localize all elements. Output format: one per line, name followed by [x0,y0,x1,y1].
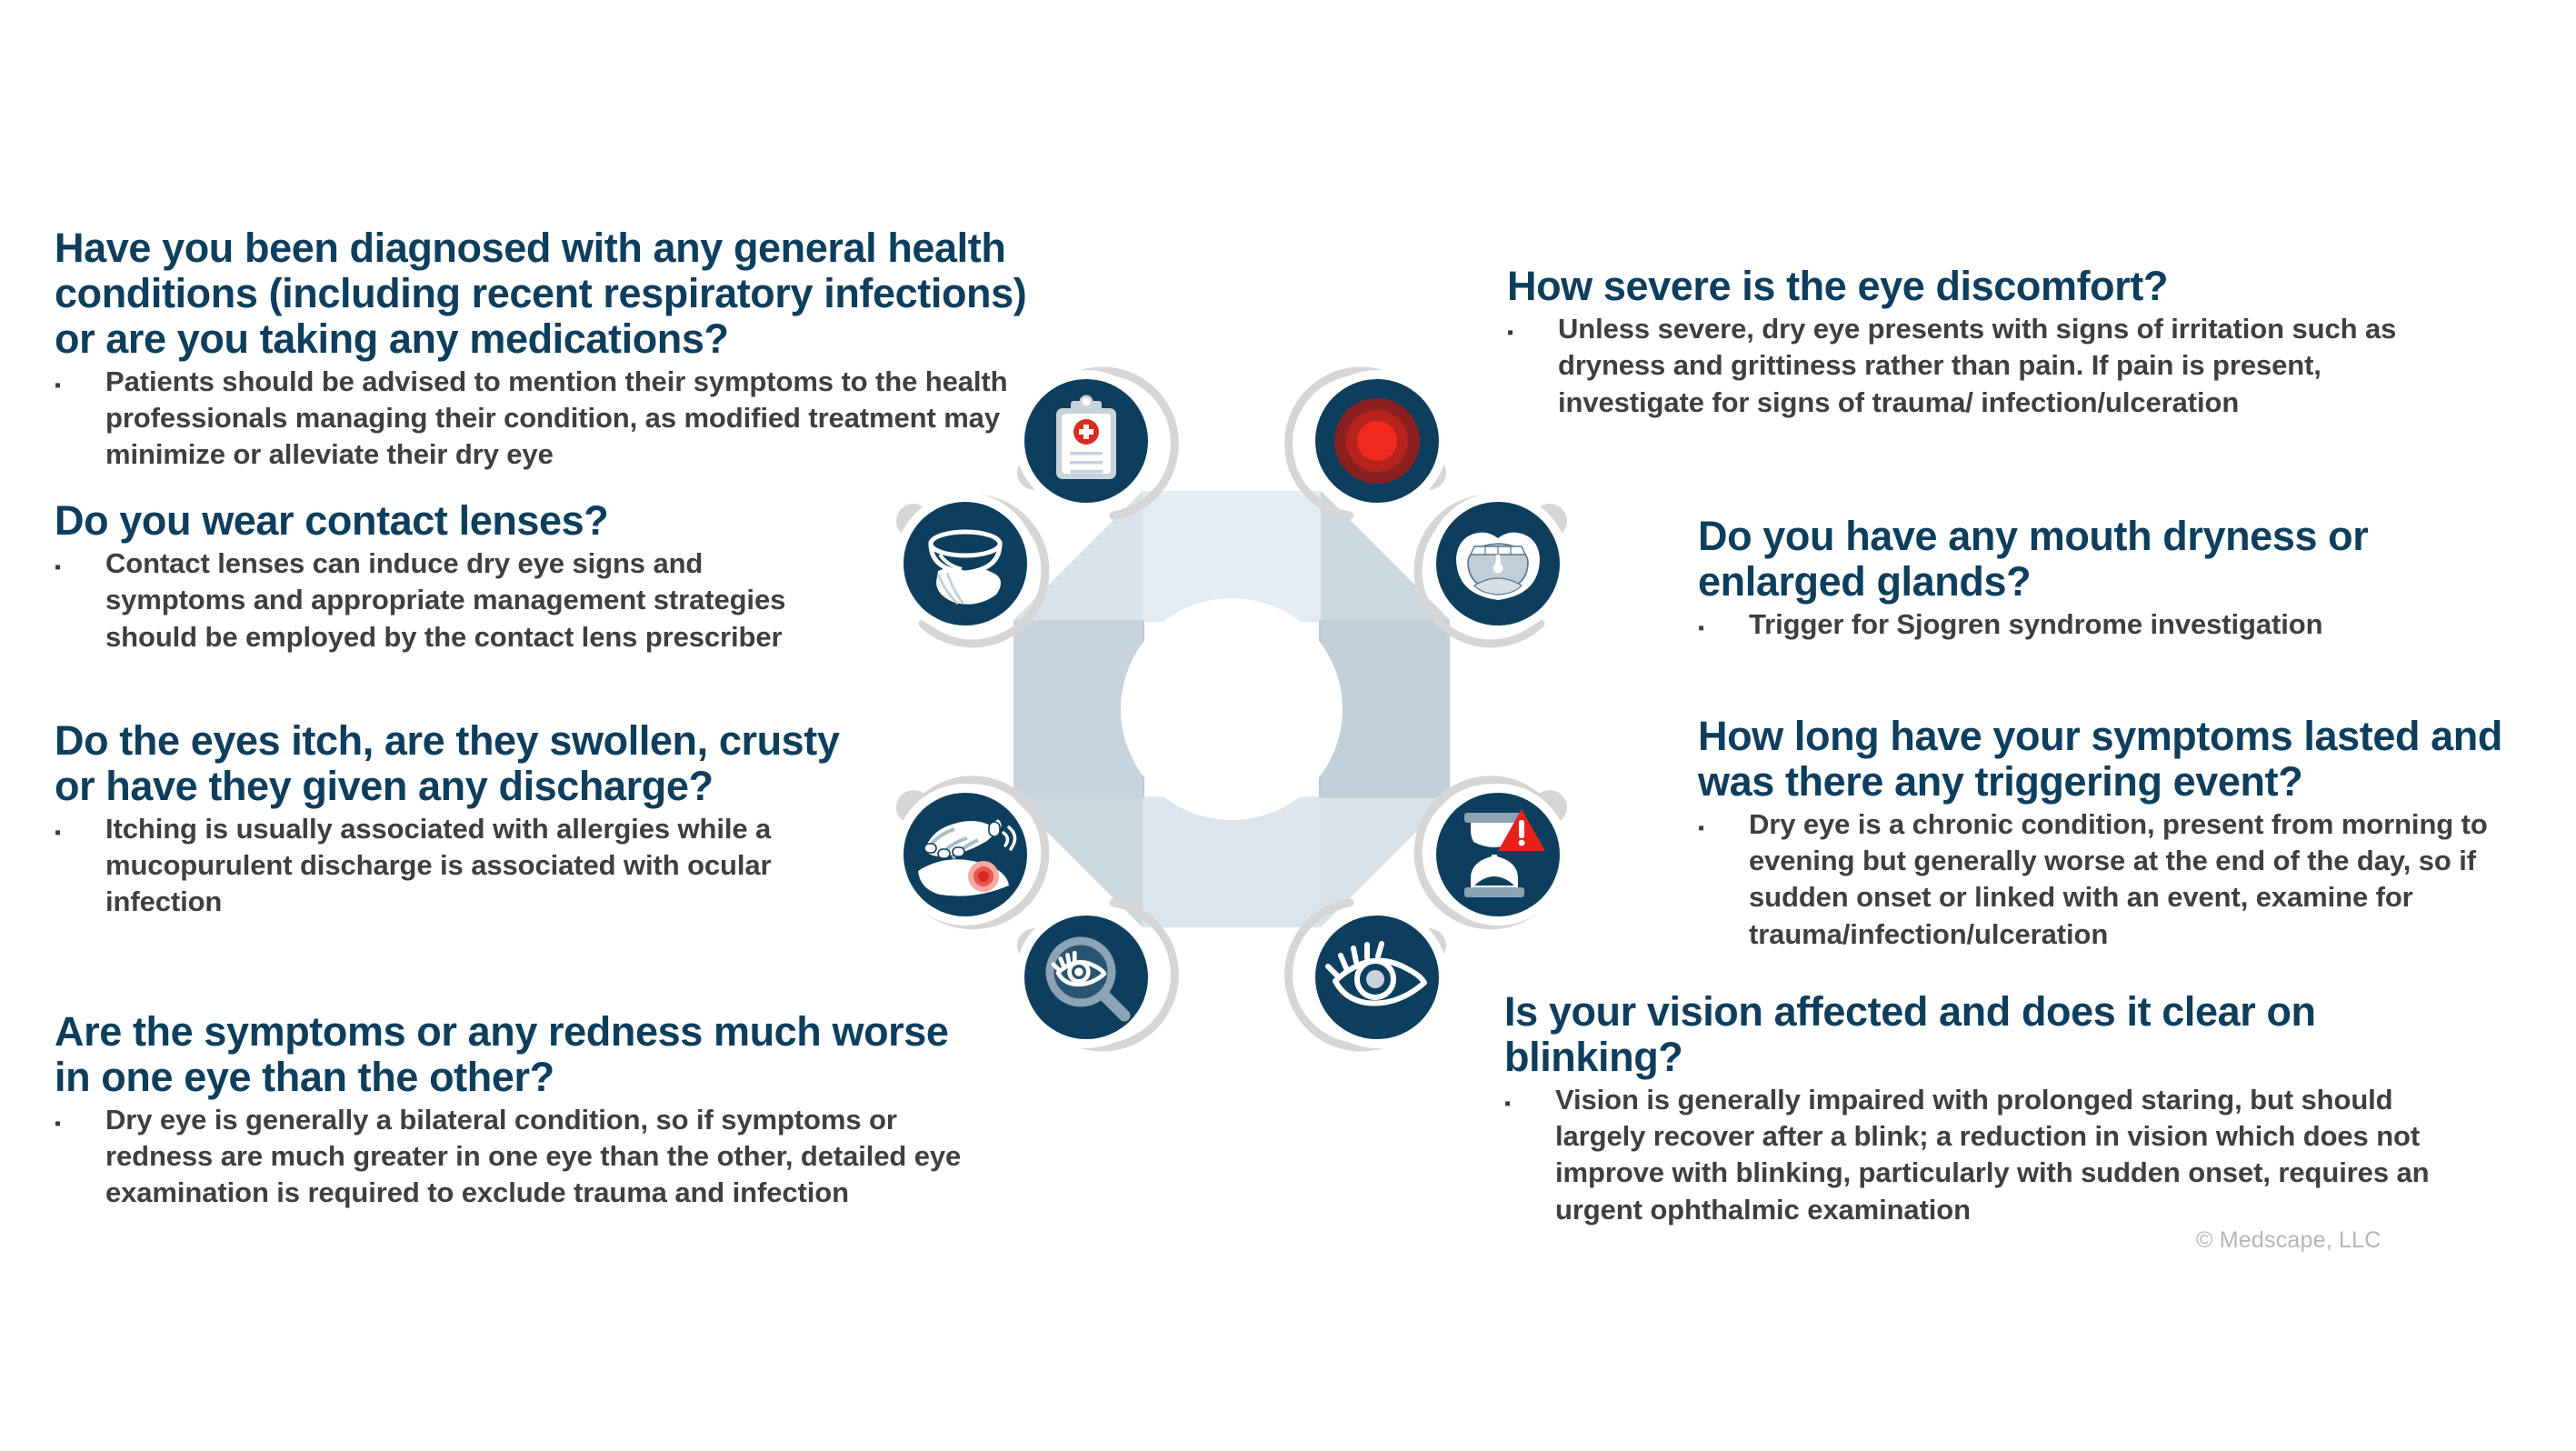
pain-target-icon [1334,398,1420,484]
question-detail-row: ▪ Patients should be advised to mention … [55,364,1036,474]
eye-magnifier-icon [1045,936,1131,1022]
hub-center-hole [1121,598,1343,820]
question-detail-duration: Dry eye is a chronic condition, present … [1749,807,2488,950]
question-detail-severity: Unless severe, dry eye presents with sig… [1558,312,2397,418]
question-detail-row: ▪ Unless severe, dry eye presents with s… [1507,311,2452,421]
question-detail-row: ▪ Itching is usually associated with all… [55,811,854,921]
hub-node-itching[interactable] [894,784,1036,926]
question-heading-vision: Is your vision affected and does it clea… [1504,988,2316,1080]
hub-node-contact-lenses[interactable] [894,493,1036,635]
question-detail-row: ▪ Dry eye is a chronic condition, presen… [1698,806,2534,953]
question-block-duration: How long have your symptoms lasted and w… [1698,714,2534,953]
question-block-asymmetry: Are the symptoms or any redness much wor… [55,1009,991,1212]
alert-triangle-icon [1498,809,1545,851]
question-block-severity: How severe is the eye discomfort? ▪ Unle… [1507,264,2452,421]
bullet-marker: ▪ [1698,817,1705,838]
question-block-general-health: Have you been diagnosed with any general… [55,225,1036,474]
hub-node-severity[interactable] [1306,370,1448,512]
bullet-marker: ▪ [1507,322,1514,343]
question-heading-mouth-dryness: Do you have any mouth dryness or enlarge… [1698,513,2369,605]
hub-node-general-health[interactable] [1015,370,1157,512]
question-detail-row: ▪ Dry eye is generally a bilateral condi… [55,1102,991,1212]
medical-clipboard-icon [1056,395,1116,479]
question-block-vision: Is your vision affected and does it clea… [1504,989,2486,1228]
copyright-notice: © Medscape, LLC [2196,1227,2381,1253]
hub-node-duration[interactable] [1427,784,1569,926]
question-heading-asymmetry: Are the symptoms or any redness much wor… [55,1008,949,1100]
bullet-marker: ▪ [1504,1093,1512,1114]
question-detail-general-health: Patients should be advised to mention th… [105,365,1008,471]
central-hub-diagram [823,300,1641,1118]
open-mouth-icon [1456,532,1540,600]
question-detail-vision: Vision is generally impaired with prolon… [1555,1083,2430,1226]
bullet-marker: ▪ [55,375,62,395]
contact-lens-icon [928,529,1003,605]
question-block-itching: Do the eyes itch, are they swollen, crus… [55,718,854,921]
eye-icon [1325,941,1427,1006]
question-heading-itching: Do the eyes itch, are they swollen, crus… [55,717,840,809]
question-heading-general-health: Have you been diagnosed with any general… [55,225,1027,362]
question-heading-duration: How long have your symptoms lasted and w… [1698,713,2502,805]
question-heading-severity: How severe is the eye discomfort? [1507,263,2169,309]
question-detail-asymmetry: Dry eye is generally a bilateral conditi… [105,1103,962,1209]
bullet-marker: ▪ [1698,617,1705,638]
bullet-marker: ▪ [55,556,62,577]
question-detail-contact-lenses: Contact lenses can induce dry eye signs … [105,546,786,653]
hub-node-asymmetry[interactable] [1015,906,1157,1048]
question-detail-row: ▪ Contact lenses can induce dry eye sign… [55,545,809,655]
bullet-marker: ▪ [55,822,62,843]
hourglass-alert-icon [1464,809,1545,897]
question-detail-row: ▪ Trigger for Sjogren syndrome investiga… [1698,606,2516,643]
hub-node-mouth-dryness[interactable] [1427,493,1569,635]
hub-node-vision[interactable] [1306,906,1448,1048]
icon-disc [1436,793,1560,916]
question-detail-row: ▪ Vision is generally impaired with prol… [1504,1082,2486,1228]
itching-hand-icon [918,816,1017,896]
question-block-mouth-dryness: Do you have any mouth dryness or enlarge… [1698,514,2516,643]
bullet-marker: ▪ [55,1113,62,1134]
question-block-contact-lenses: Do you wear contact lenses? ▪ Contact le… [55,498,809,655]
question-detail-mouth-dryness: Trigger for Sjogren syndrome investigati… [1749,607,2323,640]
icon-disc [904,793,1027,916]
question-heading-contact-lenses: Do you wear contact lenses? [55,497,609,544]
question-detail-itching: Itching is usually associated with aller… [105,812,772,918]
hub-ring-star [1013,491,1450,927]
